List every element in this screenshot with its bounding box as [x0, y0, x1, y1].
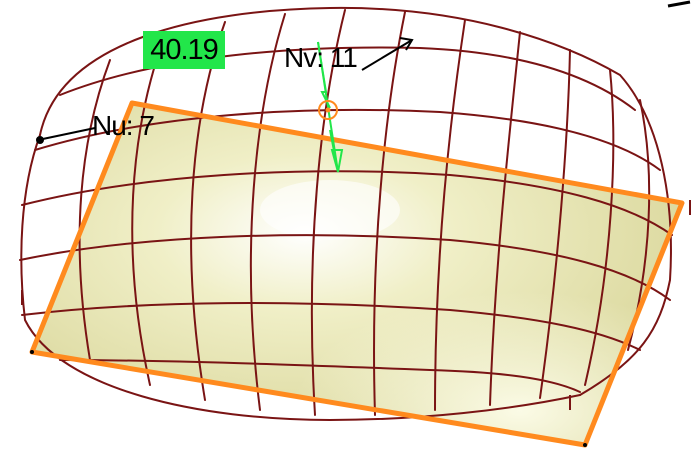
edge-fragment: [667, 0, 691, 8]
normal-arrow[interactable]: [317, 41, 344, 173]
plane-corners: [30, 350, 587, 447]
nu-label-arrow: [36, 127, 96, 144]
circle-icon[interactable]: [318, 100, 338, 120]
shaded-surface: [32, 103, 682, 445]
nu-label: Nu: 7: [92, 110, 154, 141]
measure-value-badge[interactable]: 40.19: [143, 31, 225, 69]
nv-label: Nv: 11: [284, 42, 357, 73]
nv-label-arrow: [361, 37, 414, 71]
tick-marks: [21, 200, 691, 410]
